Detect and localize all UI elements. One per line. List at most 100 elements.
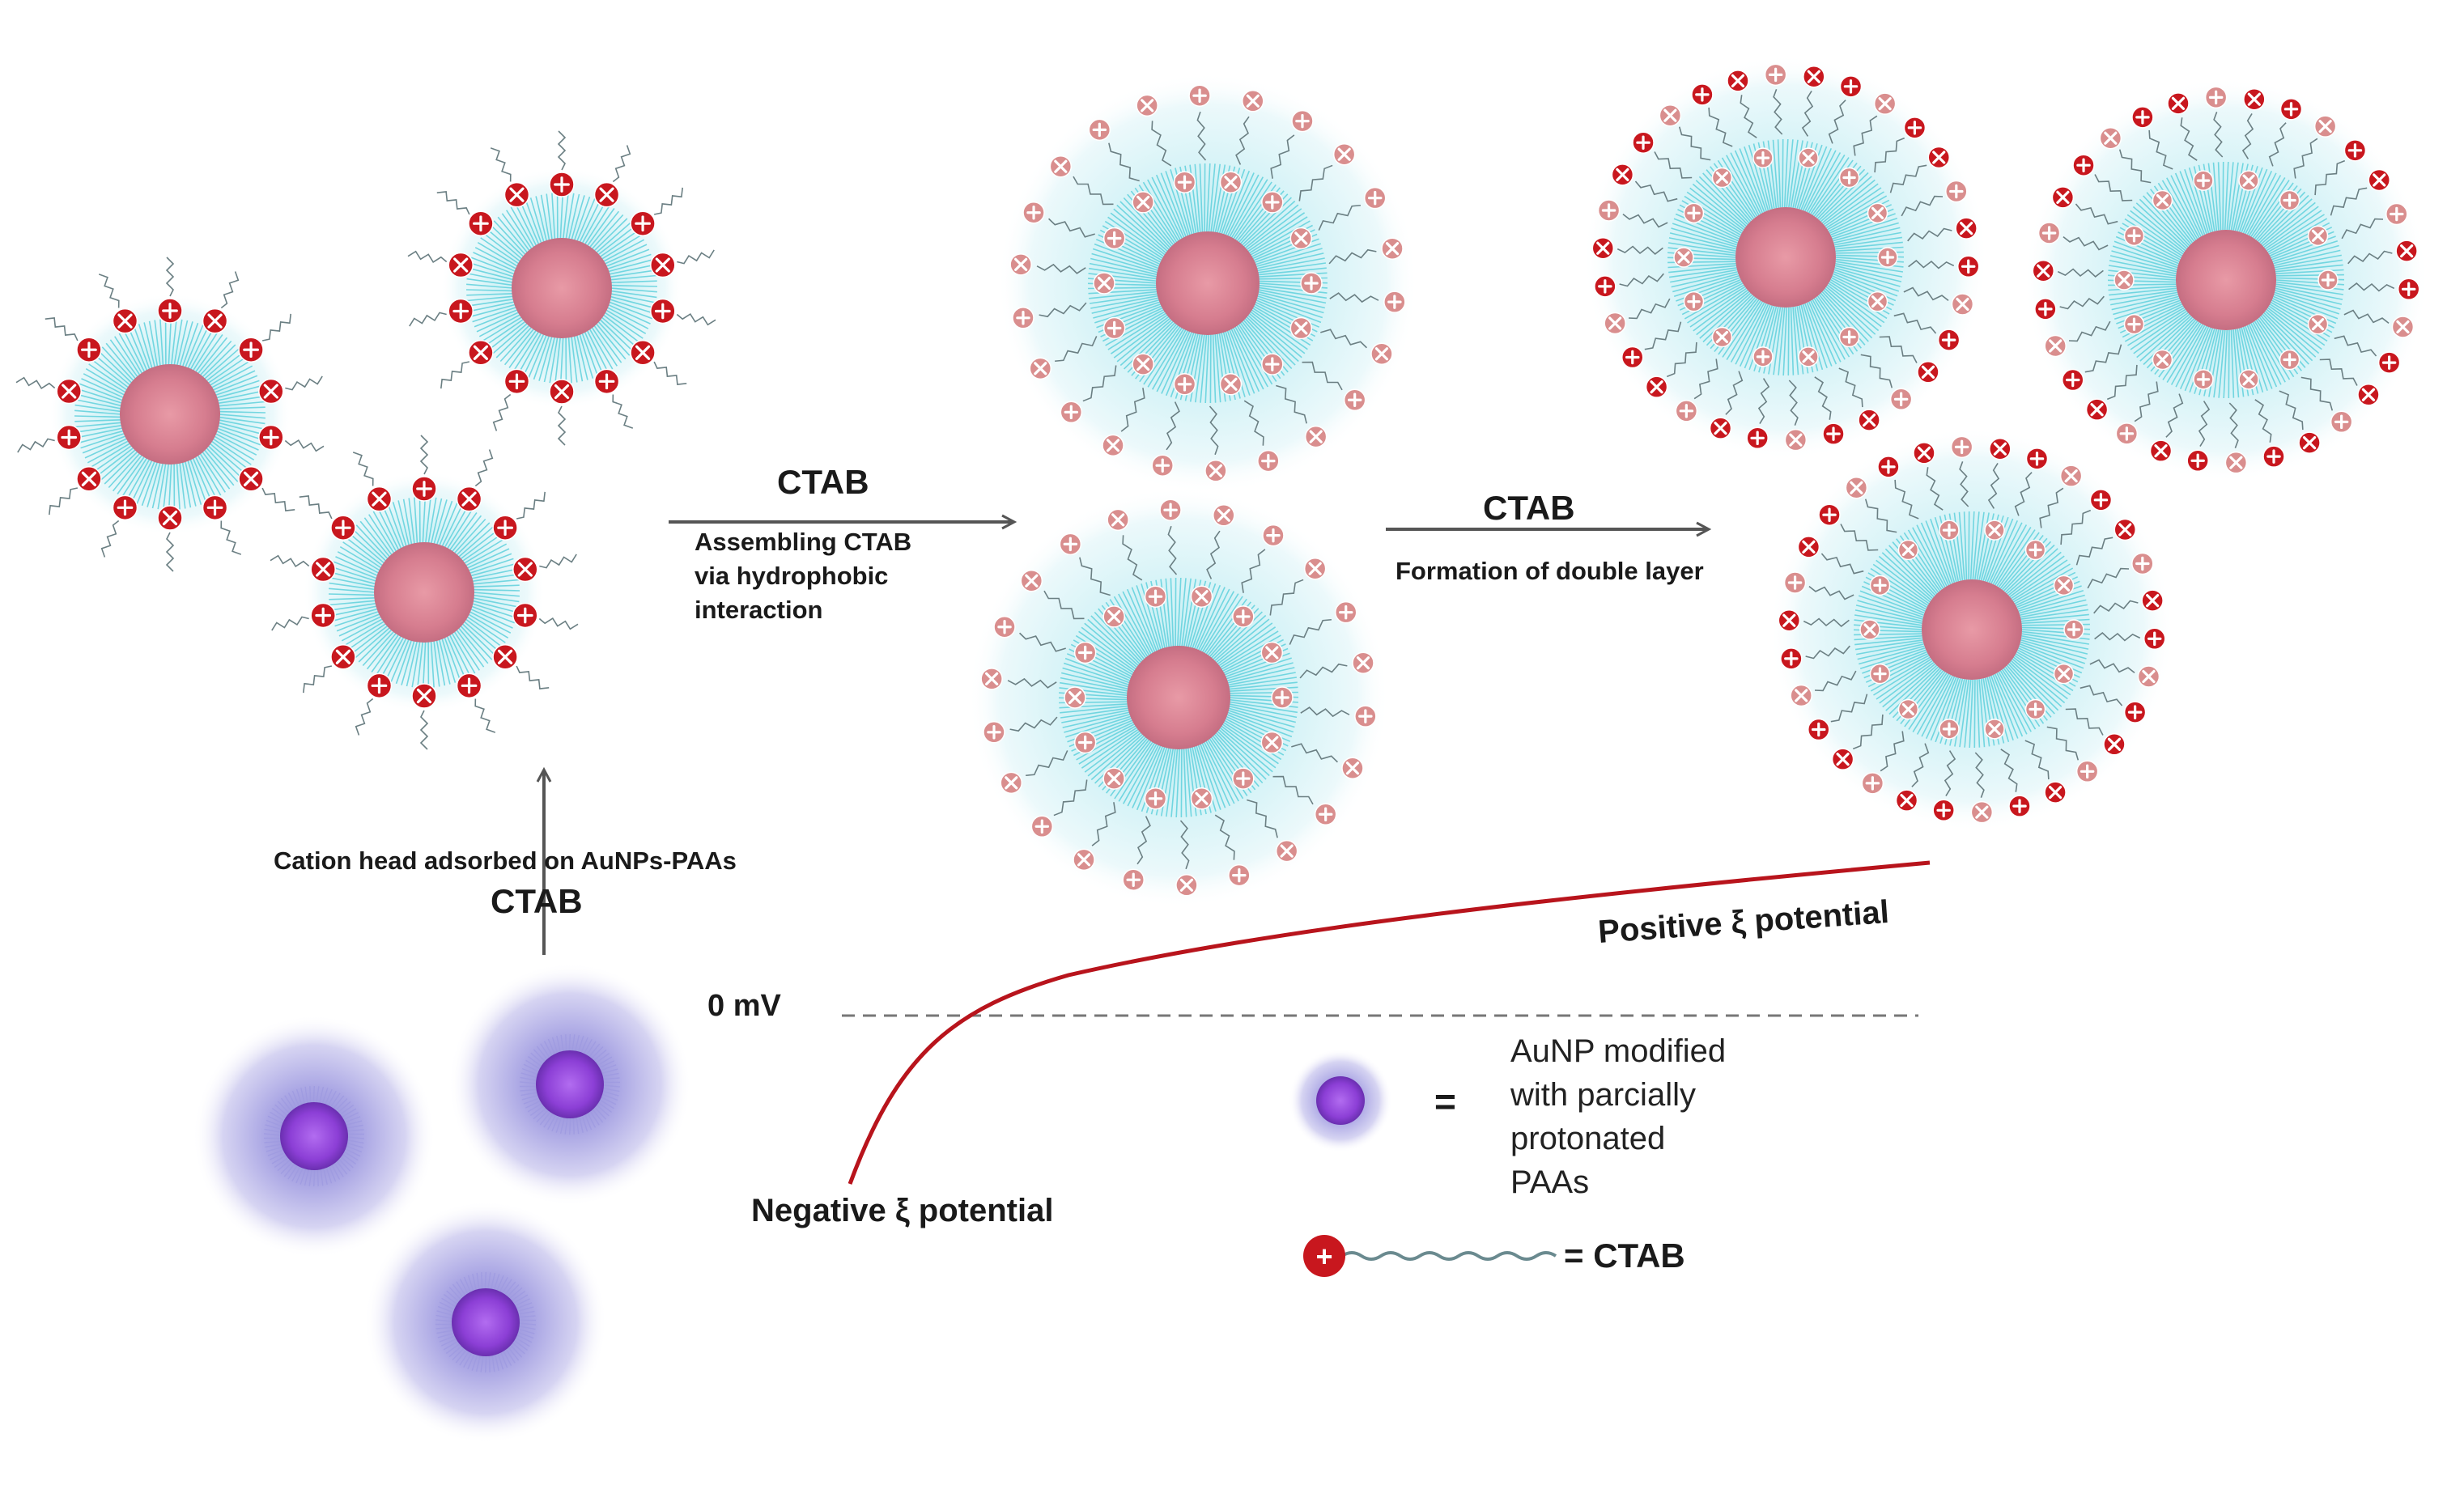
cation-head xyxy=(1381,237,1404,260)
cation-head xyxy=(1188,84,1211,107)
cation-head xyxy=(2123,701,2147,723)
cation-head xyxy=(1144,585,1167,608)
cation-head xyxy=(2008,795,2031,817)
ctab-adsorb-label: CTAB xyxy=(491,882,583,920)
cation-head xyxy=(1897,539,1919,561)
cation-head xyxy=(1314,803,1337,826)
cation-head xyxy=(1354,705,1377,728)
cation-head xyxy=(1808,718,1830,741)
cation-head xyxy=(503,368,530,395)
cation-head xyxy=(2059,465,2083,487)
cation-head xyxy=(2053,575,2075,596)
cation-head xyxy=(1950,435,1973,459)
adsorb-desc: Cation head adsorbed on AuNPs-PAAs xyxy=(274,846,737,875)
cation-head xyxy=(1897,698,1919,720)
cation-head xyxy=(1746,426,1769,450)
cation-head xyxy=(1913,442,1935,465)
cation-head xyxy=(1797,536,1820,558)
cation-head xyxy=(1727,70,1749,92)
cation-head xyxy=(1132,353,1154,375)
cation-head xyxy=(1604,312,1626,335)
cation-head xyxy=(2243,87,2266,111)
cation-head xyxy=(202,494,228,521)
cation-head xyxy=(1190,585,1213,608)
cation-head xyxy=(456,672,482,699)
cation-head xyxy=(1175,874,1198,897)
cation-head xyxy=(2131,106,2154,129)
cation-head xyxy=(2053,663,2075,685)
cation-head xyxy=(2089,489,2113,511)
cation-head xyxy=(366,486,393,512)
cation-head xyxy=(1029,357,1052,380)
cation-head xyxy=(1291,109,1314,133)
cation-head xyxy=(1190,787,1213,810)
cation-head xyxy=(2397,278,2420,301)
cation-head xyxy=(1102,767,1125,790)
cation-head xyxy=(549,379,575,405)
cation-head xyxy=(1597,199,1621,222)
cation-head xyxy=(456,486,482,512)
cation-head xyxy=(1867,291,1888,312)
cation-head xyxy=(1122,868,1145,891)
cation-head xyxy=(1102,434,1124,457)
cation-head xyxy=(2313,115,2337,138)
cation-head xyxy=(1877,456,1900,478)
cation-head xyxy=(1683,291,1705,312)
cation-head xyxy=(112,494,138,521)
cation-head xyxy=(1073,848,1095,872)
cation-head xyxy=(1289,227,1313,250)
cation-head xyxy=(1673,247,1694,268)
cation-head xyxy=(1790,684,1812,707)
cation-head xyxy=(2193,170,2214,191)
cation-head xyxy=(1709,417,1732,439)
cation-head xyxy=(1132,191,1154,214)
cation-head xyxy=(1895,789,1918,812)
cation-head xyxy=(1683,202,1705,224)
cation-head xyxy=(512,556,538,583)
cation-head xyxy=(76,466,102,492)
cation-head xyxy=(2032,259,2055,282)
cation-head xyxy=(2152,349,2173,371)
step1-desc-line1: Assembling CTAB xyxy=(695,528,912,556)
cation-head xyxy=(1858,409,1880,431)
cation-head xyxy=(1060,401,1083,424)
zero-mv-label: 0 mV xyxy=(707,989,781,1023)
legend-aunp-line4: PAAs xyxy=(1510,1164,1590,1200)
cation-head xyxy=(1289,316,1313,340)
cation-head xyxy=(1951,293,1974,316)
cation-head xyxy=(1059,532,1082,556)
cation-head xyxy=(1867,202,1888,224)
cation-head xyxy=(1939,719,1960,740)
cation-head xyxy=(1261,191,1284,214)
cation-head xyxy=(1970,800,1994,824)
cation-head xyxy=(1839,75,1863,98)
cation-head xyxy=(2114,518,2136,541)
ctab-step2-label: CTAB xyxy=(1483,489,1575,527)
aunp-particle-2 xyxy=(448,963,691,1206)
cation-head xyxy=(1204,460,1227,482)
cation-head xyxy=(2391,316,2415,338)
stage1-particle-1 xyxy=(15,257,325,572)
cation-head xyxy=(310,556,336,583)
stage1-particle-3 xyxy=(270,435,579,750)
cation-head xyxy=(1594,275,1616,298)
cation-head xyxy=(1232,767,1255,790)
step1-desc-line2: via hydrophobic xyxy=(695,562,889,590)
cation-head xyxy=(411,476,437,502)
cation-head xyxy=(1088,118,1111,142)
cation-head xyxy=(2044,781,2067,804)
cation-head xyxy=(238,337,264,363)
cation-head xyxy=(56,424,82,451)
cation-head xyxy=(2051,186,2075,209)
stage2-particle-1 xyxy=(997,73,1418,494)
cation-head xyxy=(1242,90,1264,112)
cation-head xyxy=(2137,665,2160,688)
cation-head xyxy=(2131,552,2154,575)
cation-head xyxy=(1822,422,1845,445)
stage1-particle-2 xyxy=(407,130,716,446)
cation-head xyxy=(1213,504,1235,527)
stage3-particle-3 xyxy=(1769,427,2174,832)
cation-head xyxy=(1659,104,1682,127)
cation-head xyxy=(1107,508,1129,532)
cation-head xyxy=(2167,92,2190,115)
